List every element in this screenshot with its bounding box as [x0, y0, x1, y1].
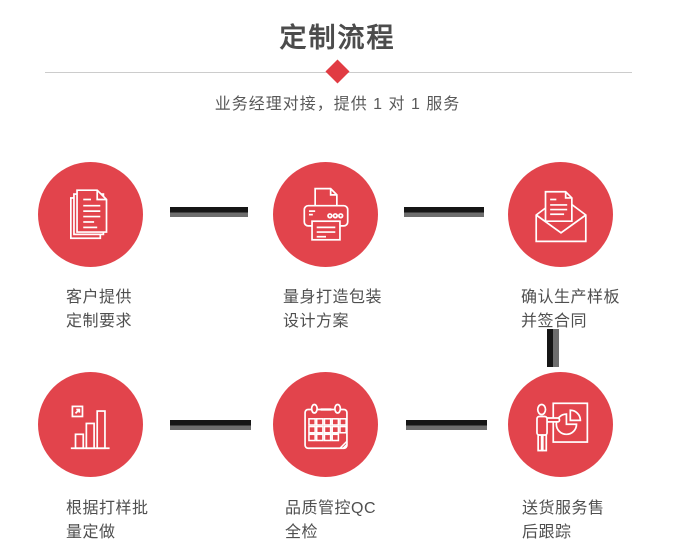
step-label-4: 根据打样批 量定做 — [66, 497, 149, 545]
calendar-icon — [303, 403, 348, 449]
step-label-4-line1: 根据打样批 — [66, 500, 149, 517]
diamond-icon — [325, 59, 350, 84]
connector-step5-step6 — [406, 420, 487, 430]
connector-step4-step5 — [170, 420, 251, 430]
step-label-3-line2: 并签合同 — [521, 313, 588, 330]
step-label-2-line1: 量身打造包装 — [283, 289, 383, 306]
step-label-1-line2: 定制要求 — [66, 313, 133, 330]
connector-step2-step3 — [404, 207, 484, 217]
step-label-6-line2: 后跟踪 — [522, 524, 572, 541]
step-label-5: 品质管控QC 全检 — [285, 497, 376, 545]
step-circle-3 — [508, 162, 613, 267]
connector-step3-step6 — [547, 329, 559, 367]
step-label-1: 客户提供 定制要求 — [66, 286, 132, 334]
bar-chart-icon — [70, 405, 110, 449]
subtitle: 业务经理对接，提供 1 对 1 服务 — [214, 96, 461, 113]
step-circle-2 — [273, 162, 378, 267]
step-label-3-line1: 确认生产样板 — [521, 289, 621, 306]
envelope-icon — [534, 190, 587, 242]
step-circle-4 — [38, 372, 143, 477]
step-label-4-line2: 量定做 — [66, 524, 116, 541]
step-label-5-line1: 品质管控QC — [285, 500, 377, 517]
step-label-6: 送货服务售 后跟踪 — [522, 497, 605, 545]
step-circle-1 — [38, 162, 143, 267]
step-label-2: 量身打造包装 设计方案 — [283, 286, 382, 334]
page-title: 定制流程 — [279, 23, 396, 53]
step-label-6-line1: 送货服务售 — [522, 500, 605, 517]
documents-icon — [69, 188, 107, 239]
step-label-5-line2: 全检 — [285, 524, 319, 541]
step-circle-5 — [273, 372, 378, 477]
presentation-icon — [535, 401, 588, 451]
step-circle-6 — [508, 372, 613, 477]
connector-step1-step2 — [170, 207, 248, 217]
printer-icon — [302, 187, 349, 241]
step-label-1-line1: 客户提供 — [66, 289, 133, 306]
step-label-2-line2: 设计方案 — [283, 313, 350, 330]
step-label-3: 确认生产样板 并签合同 — [521, 286, 620, 334]
